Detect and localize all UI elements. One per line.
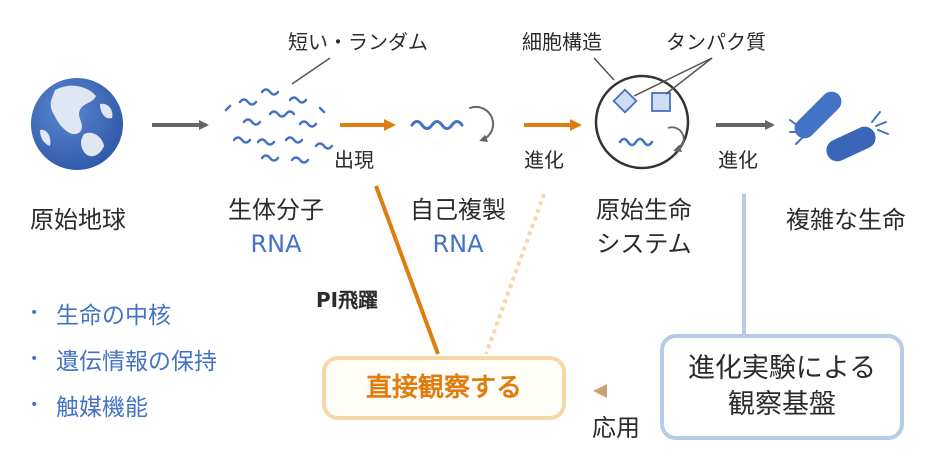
platform-line2: 観察基盤: [728, 389, 836, 420]
label-application: 応用: [592, 414, 640, 442]
pi-leap-line: [374, 185, 440, 355]
short-rna-icon: [224, 88, 334, 164]
label-early-earth: 原始地球: [30, 206, 126, 234]
evolution-platform-box: 進化実験による 観察基盤: [660, 334, 904, 440]
leader-protein-1: [633, 57, 713, 97]
label-self-replication: 自己複製: [410, 196, 506, 224]
leader-short-rna: [291, 57, 331, 85]
label-protein: タンパク質: [666, 30, 766, 54]
list-item: •触媒機能: [30, 395, 148, 421]
earth-globe-icon: [31, 78, 123, 170]
label-protolife-line1: 原始生命: [596, 196, 692, 224]
label-evolution-2: 進化: [718, 148, 758, 172]
bacteria-icon: [789, 91, 889, 162]
label-evolution-1: 進化: [524, 148, 564, 172]
label-biomolecule-rna: RNA: [250, 230, 302, 258]
label-cell-structure: 細胞構造: [522, 30, 602, 54]
leader-cell-structure: [593, 57, 615, 81]
label-short-random: 短い・ランダム: [288, 30, 428, 54]
direct-observation-box: 直接観察する: [322, 356, 566, 420]
protocell-icon: [594, 74, 690, 170]
platform-line1: 進化実験による: [687, 352, 877, 384]
list-item: •生命の中核: [30, 303, 171, 329]
core-functions-list: •生命の中核 •遺伝情報の保持 •触媒機能: [30, 290, 217, 428]
label-pi-leap: PI飛躍: [316, 288, 379, 312]
label-biomolecule: 生体分子: [228, 196, 324, 224]
leader-protein-2: [665, 57, 713, 95]
label-protolife-line2: システム: [596, 230, 692, 258]
label-emergence: 出現: [334, 148, 374, 172]
label-self-replication-rna: RNA: [432, 230, 484, 258]
list-item: •遺伝情報の保持: [30, 349, 217, 375]
self-replicating-rna-icon: [410, 105, 495, 142]
direct-observation-label: 直接観察する: [365, 372, 522, 403]
label-complex-life: 複雑な生命: [786, 206, 906, 234]
